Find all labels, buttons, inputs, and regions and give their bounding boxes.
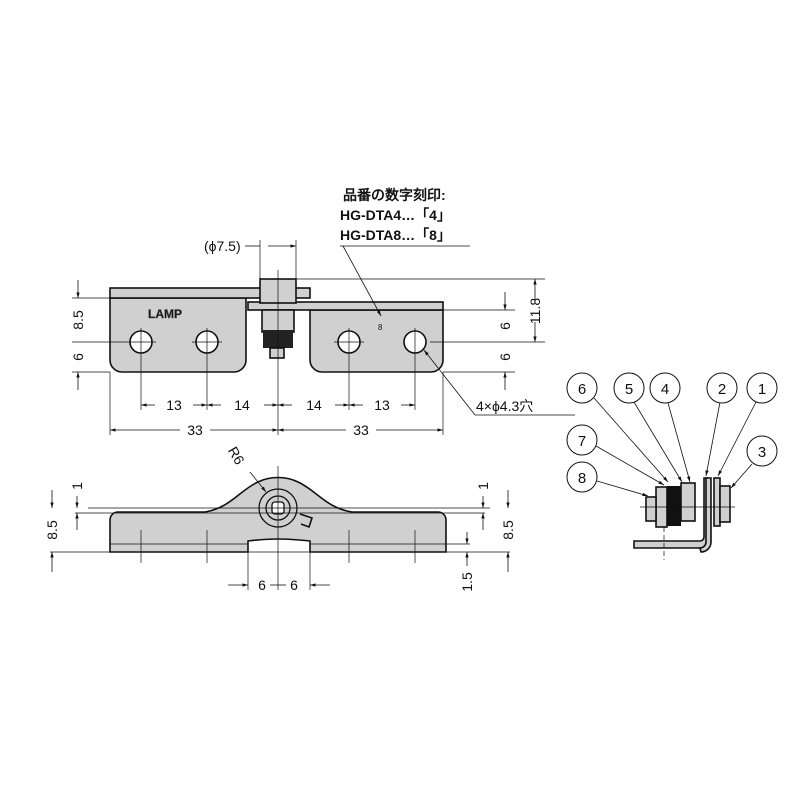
exploded-view: 6 5 4 2 1 7 3 8 [566, 372, 778, 560]
balloon-7: 7 [566, 424, 598, 456]
logo-lamp: LAMP [148, 307, 182, 321]
balloon-3: 3 [746, 435, 778, 467]
balloon-5: 5 [613, 372, 645, 404]
balloon-8: 8 [566, 461, 598, 493]
dim-13-right: 13 [374, 397, 390, 413]
svg-text:6: 6 [578, 381, 586, 398]
balloon-4: 4 [649, 372, 681, 404]
dim-1-left: 1 [69, 482, 85, 490]
dim-8-5-left: 8.5 [44, 520, 60, 540]
svg-text:3: 3 [758, 444, 766, 461]
dim-14-left: 14 [234, 397, 250, 413]
holes-callout: 4×ϕ4.3穴 [476, 398, 533, 414]
svg-text:5: 5 [625, 381, 633, 398]
stamp-annotation: 品番の数字刻印: HG-DTA4…「4」 HG-DTA8…「8」 [340, 187, 451, 243]
svg-text:1: 1 [758, 381, 766, 398]
svg-text:HG-DTA8…「8」: HG-DTA8…「8」 [340, 227, 451, 243]
balloon-1: 1 [746, 372, 778, 404]
dimension-lines [76, 244, 575, 432]
top-view: LAMP 8 13 14 14 13 33 33 8.5 [70, 187, 575, 438]
radius-label: R6 [225, 444, 248, 468]
dim-6-right-bottom: 6 [497, 353, 513, 361]
dim-6-left: 6 [70, 353, 86, 361]
dim-8-5-right: 8.5 [500, 520, 516, 540]
side-view: 6 6 8.5 1 1 8.5 1.5 R6 [44, 444, 516, 593]
left-plate [109, 297, 247, 373]
dim-6-right: 6 [290, 577, 298, 593]
balloon-2: 2 [706, 372, 738, 404]
pivot-nut [269, 347, 285, 359]
dim-14-right: 14 [306, 397, 322, 413]
dim-1-5: 1.5 [459, 572, 475, 592]
svg-text:4: 4 [661, 381, 669, 398]
dim-6-left: 6 [258, 577, 266, 593]
svg-text:2: 2 [718, 381, 726, 398]
balloon-6: 6 [566, 372, 598, 404]
dim-11-8: 11.8 [527, 298, 543, 324]
right-plate-strip [247, 301, 444, 311]
svg-text:7: 7 [578, 433, 586, 450]
dim-8-5-left: 8.5 [70, 310, 86, 330]
svg-text:HG-DTA4…「4」: HG-DTA4…「4」 [340, 207, 451, 223]
dim-13-left: 13 [166, 397, 182, 413]
dim-1-right: 1 [475, 482, 491, 490]
dim-pivot-diameter: (ϕ7.5) [204, 238, 241, 254]
dim-6-right-top: 6 [497, 322, 513, 330]
right-plate [309, 309, 444, 373]
dim-33-left: 33 [187, 422, 203, 438]
svg-text:8: 8 [578, 470, 586, 487]
stamp-number: 8 [378, 323, 383, 332]
dim-33-right: 33 [353, 422, 369, 438]
left-plate-strip [109, 287, 311, 299]
svg-text:品番の数字刻印:: 品番の数字刻印: [343, 187, 446, 203]
